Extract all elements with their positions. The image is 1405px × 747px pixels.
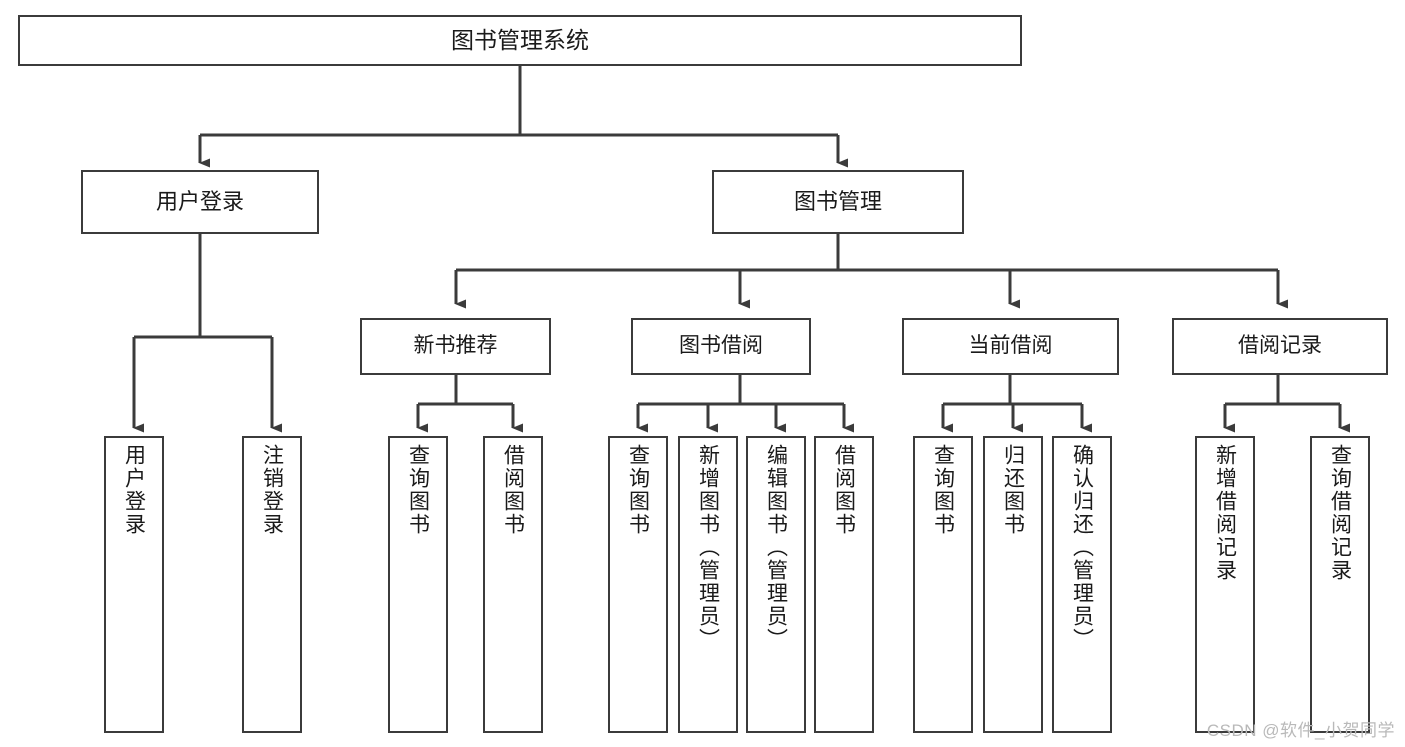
node-label: 归还图书 xyxy=(1001,444,1025,536)
leaf-query-books-recommend[interactable]: 查询图书 xyxy=(388,436,448,733)
node-borrow-record[interactable]: 借阅记录 xyxy=(1172,318,1388,375)
leaf-user-login[interactable]: 用户登录 xyxy=(104,436,164,733)
node-label: 查询借阅记录 xyxy=(1328,444,1352,582)
leaf-logout[interactable]: 注销登录 xyxy=(242,436,302,733)
leaf-return-books[interactable]: 归还图书 xyxy=(983,436,1043,733)
leaf-confirm-return-admin[interactable]: 确认归还（管理员） xyxy=(1052,436,1112,733)
node-user-login[interactable]: 用户登录 xyxy=(81,170,319,234)
node-label: 用户登录 xyxy=(155,189,244,215)
node-new-book-recommend[interactable]: 新书推荐 xyxy=(360,318,551,375)
node-label: 注销登录 xyxy=(260,444,284,536)
node-label: 新增图书（管理员） xyxy=(696,444,720,651)
node-current-borrow[interactable]: 当前借阅 xyxy=(902,318,1119,375)
node-label: 用户登录 xyxy=(122,444,146,536)
node-label: 编辑图书（管理员） xyxy=(764,444,788,651)
node-label: 查询图书 xyxy=(406,444,430,536)
node-label: 借阅记录 xyxy=(1238,334,1322,358)
leaf-query-borrow-record[interactable]: 查询借阅记录 xyxy=(1310,436,1370,733)
leaf-borrow-books-borrow[interactable]: 借阅图书 xyxy=(814,436,874,733)
node-label: 确认归还（管理员） xyxy=(1070,444,1094,651)
watermark: CSDN @软件_小贺同学 xyxy=(1206,721,1395,740)
node-label: 图书管理系统 xyxy=(451,27,589,54)
leaf-add-borrow-record[interactable]: 新增借阅记录 xyxy=(1195,436,1255,733)
node-label: 查询图书 xyxy=(931,444,955,536)
node-label: 借阅图书 xyxy=(501,444,525,536)
node-label: 当前借阅 xyxy=(968,334,1053,358)
node-book-borrow[interactable]: 图书借阅 xyxy=(631,318,811,375)
leaf-query-books-borrow[interactable]: 查询图书 xyxy=(608,436,668,733)
node-label: 新书推荐 xyxy=(413,334,498,358)
leaf-add-book-admin[interactable]: 新增图书（管理员） xyxy=(678,436,738,733)
node-label: 图书借阅 xyxy=(679,334,763,358)
node-label: 新增借阅记录 xyxy=(1213,444,1237,582)
node-label: 图书管理 xyxy=(793,189,882,215)
node-label: 借阅图书 xyxy=(832,444,856,536)
leaf-query-books-current[interactable]: 查询图书 xyxy=(913,436,973,733)
leaf-edit-book-admin[interactable]: 编辑图书（管理员） xyxy=(746,436,806,733)
node-label: 查询图书 xyxy=(626,444,650,536)
leaf-borrow-books-recommend[interactable]: 借阅图书 xyxy=(483,436,543,733)
node-book-management[interactable]: 图书管理 xyxy=(712,170,964,234)
node-root-system[interactable]: 图书管理系统 xyxy=(18,15,1022,66)
